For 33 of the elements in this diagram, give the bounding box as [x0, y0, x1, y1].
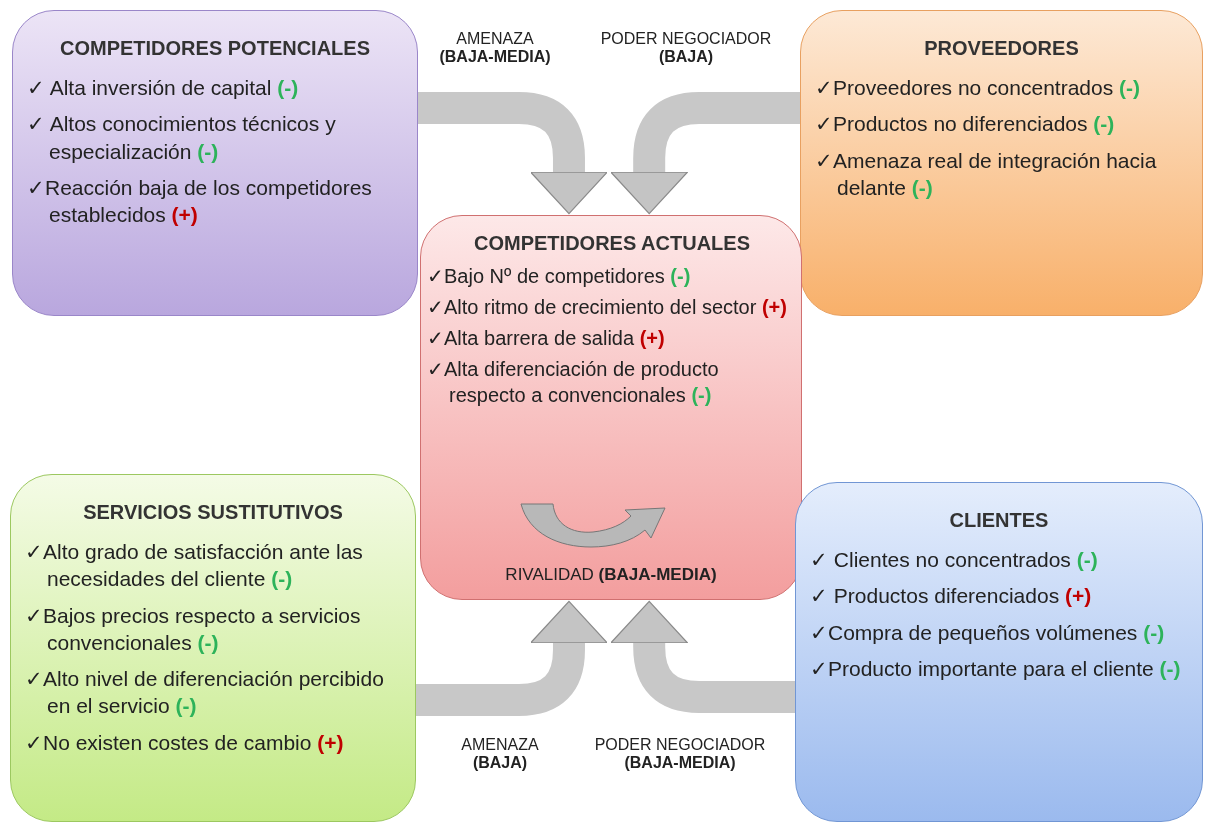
list-item: ✓Amenaza real de integración hacia delante (-) [815, 147, 1158, 201]
list-item: ✓ Productos diferenciados (+) [810, 583, 1093, 610]
box-heading: COMPETIDORES ACTUALES [473, 232, 751, 255]
block-arrow [610, 600, 795, 713]
rounded-box [795, 482, 1203, 822]
list-item: ✓Alto grado de satisfacción ante las necesidades del cliente (-) [25, 539, 364, 593]
list-item: ✓Reacción baja de los competidores establecidos (+) [27, 174, 373, 229]
block-arrow [416, 600, 608, 716]
rounded-box [800, 10, 1203, 316]
list-item: ✓ Altos conocimientos técnicos y especialización (-) [27, 111, 337, 165]
list-item: ✓Bajos precios respecto a servicios convencionales (-) [25, 602, 362, 656]
rounded-box [10, 474, 416, 822]
list-item: ✓Alta diferenciación de producto respecto a convencionales (-) [427, 357, 720, 408]
list-item: ✓Bajo Nº de competidores (-) [427, 264, 692, 289]
rounded-box [420, 215, 802, 600]
rounded-box [12, 10, 418, 316]
list-item: ✓Producto importante para el cliente (-) [810, 655, 1182, 682]
list-item: ✓Productos no diferenciados (-) [815, 111, 1116, 138]
box-heading: PROVEEDORES [923, 37, 1080, 60]
list-item: ✓Compra de pequeños volúmenes (-) [810, 619, 1166, 646]
list-item: ✓Alto nivel de diferenciación percibido en el servicio (-) [25, 666, 385, 720]
box-heading: CLIENTES [948, 509, 1050, 532]
block-arrow [610, 92, 800, 215]
list-item: ✓No existen costes de cambio (+) [25, 729, 345, 756]
list-item: ✓Alta barrera de salida (+) [427, 326, 666, 351]
list-item: ✓Proveedores no concentrados (-) [815, 75, 1141, 101]
block-arrow [418, 92, 608, 215]
list-item: ✓ Alta inversión de capital (-) [27, 75, 300, 101]
list-item: ✓ Clientes no concentrados (-) [810, 547, 1099, 573]
box-heading: COMPETIDORES POTENCIALES [59, 37, 371, 60]
box-heading: SERVICIOS SUSTITUTIVOS [82, 501, 344, 524]
list-item: ✓Alto ritmo de crecimiento del sector (+) [427, 295, 788, 320]
rivalry-label: RIVALIDAD (BAJA-MEDIA) [504, 565, 718, 585]
